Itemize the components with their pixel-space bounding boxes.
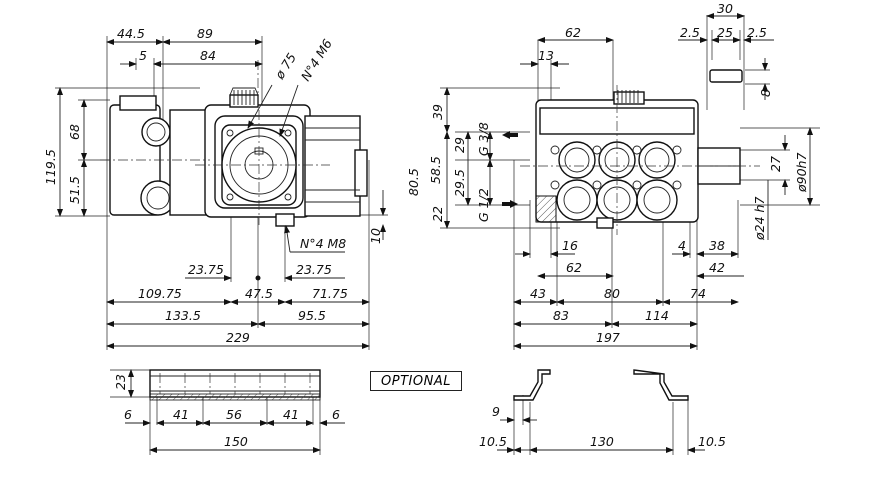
dim-58-5: 58.5 [428, 156, 443, 184]
dim-4: 4 [678, 238, 686, 253]
dim-80: 80 [604, 286, 620, 301]
callout-4-m8: N°4 M8 [300, 236, 346, 251]
pump-front-body [502, 69, 760, 235]
dim-6-left: 6 [124, 407, 132, 422]
dim-29-5: 29.5 [452, 169, 467, 197]
dim-68: 68 [67, 124, 82, 140]
dim-109-75: 109.75 [138, 286, 182, 301]
dim-9: 9 [492, 404, 500, 419]
front-grip-ridges [617, 90, 639, 103]
port-label-g-3-8: G 3/8 [476, 122, 491, 156]
dim-44-5: 44.5 [117, 26, 145, 41]
front-view: 62 13 30 2.5 25 2.5 8 39 80.5 58.5 29 29… [406, 1, 820, 350]
dim-6-right: 6 [332, 407, 340, 422]
dim-16: 16 [562, 238, 578, 253]
callout-dia-75: ø 75 [271, 50, 299, 82]
dim-5: 5 [139, 48, 147, 63]
optional-label: OPTIONAL [370, 371, 462, 391]
port-label-g-1-2: G 1/2 [476, 188, 491, 222]
dim-130: 130 [590, 434, 614, 449]
dim-119-5: 119.5 [43, 149, 58, 185]
dim-2-5-right: 2.5 [747, 25, 767, 40]
dim-39: 39 [430, 104, 445, 120]
dim-71-75: 71.75 [312, 286, 348, 301]
dim-23-75-right: 23.75 [296, 262, 332, 277]
dim-10: 10 [368, 228, 383, 244]
bracket-profile-view: 9 10.5 130 10.5 [479, 369, 726, 455]
dim-95-5: 95.5 [298, 308, 326, 323]
top-grip-ridges [233, 90, 255, 105]
dim-30: 30 [717, 1, 733, 16]
dim-27: 27 [768, 156, 783, 172]
pump-side-body [100, 60, 368, 227]
dim-229: 229 [226, 330, 250, 345]
dim-114: 114 [645, 308, 669, 323]
dim-25: 25 [717, 25, 733, 40]
dim-10-5-right: 10.5 [698, 434, 726, 449]
callout-4-m6: N°4 M6 [298, 36, 335, 83]
dim-47-5: 47.5 [245, 286, 273, 301]
dim-41-right: 41 [283, 407, 299, 422]
dim-23: 23 [113, 374, 128, 390]
dim-197: 197 [596, 330, 620, 345]
dim-89: 89 [197, 26, 213, 41]
dim-42: 42 [709, 260, 725, 275]
dim-43: 43 [530, 286, 546, 301]
dim-22: 22 [430, 206, 445, 222]
dim-13: 13 [538, 48, 554, 63]
dim-62-top: 62 [565, 25, 581, 40]
dim-41-left: 41 [173, 407, 189, 422]
dim-150: 150 [224, 434, 248, 449]
dim-56: 56 [226, 407, 242, 422]
dim-74: 74 [690, 286, 706, 301]
dim-83: 83 [553, 308, 569, 323]
dim-62-bottom: 62 [566, 260, 582, 275]
dim-29: 29 [452, 137, 467, 153]
bracket-plan-view: 23 6 41 56 41 6 150 [110, 369, 345, 455]
dim-38: 38 [709, 238, 725, 253]
dim-23-75-left: 23.75 [188, 262, 224, 277]
dim-84: 84 [200, 48, 216, 63]
dim-2-5-left: 2.5 [680, 25, 700, 40]
dim-51-5: 51.5 [67, 176, 82, 204]
dim-80-5: 80.5 [406, 168, 421, 196]
dim-dia-90h7: ø90h7 [794, 153, 809, 193]
dim-10-5-left: 10.5 [479, 434, 507, 449]
dim-8: 8 [758, 89, 773, 97]
dim-133-5: 133.5 [165, 308, 201, 323]
side-view: 44.5 89 5 84 ø 75 N°4 M6 N°4 M8 119.5 68… [43, 26, 388, 350]
dim-dia-24h7: ø24 h7 [752, 197, 767, 241]
